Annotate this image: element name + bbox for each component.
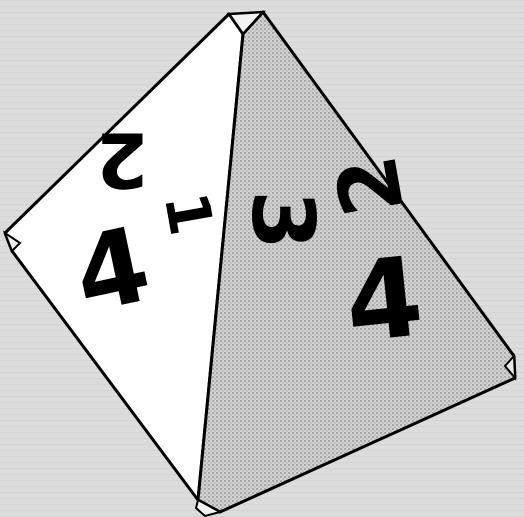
left-face-numeral-2: 2 bbox=[96, 116, 149, 205]
right-face-numeral-4: 4 bbox=[339, 232, 429, 367]
die-top-bevel bbox=[226, 10, 266, 36]
die-left-bevel bbox=[2, 230, 22, 253]
die-bottom-bevel bbox=[194, 498, 223, 517]
die-right-bevel bbox=[503, 353, 517, 381]
die-ridge-edge bbox=[196, 33, 245, 501]
right-face-numeral-3: 3 bbox=[232, 190, 332, 250]
